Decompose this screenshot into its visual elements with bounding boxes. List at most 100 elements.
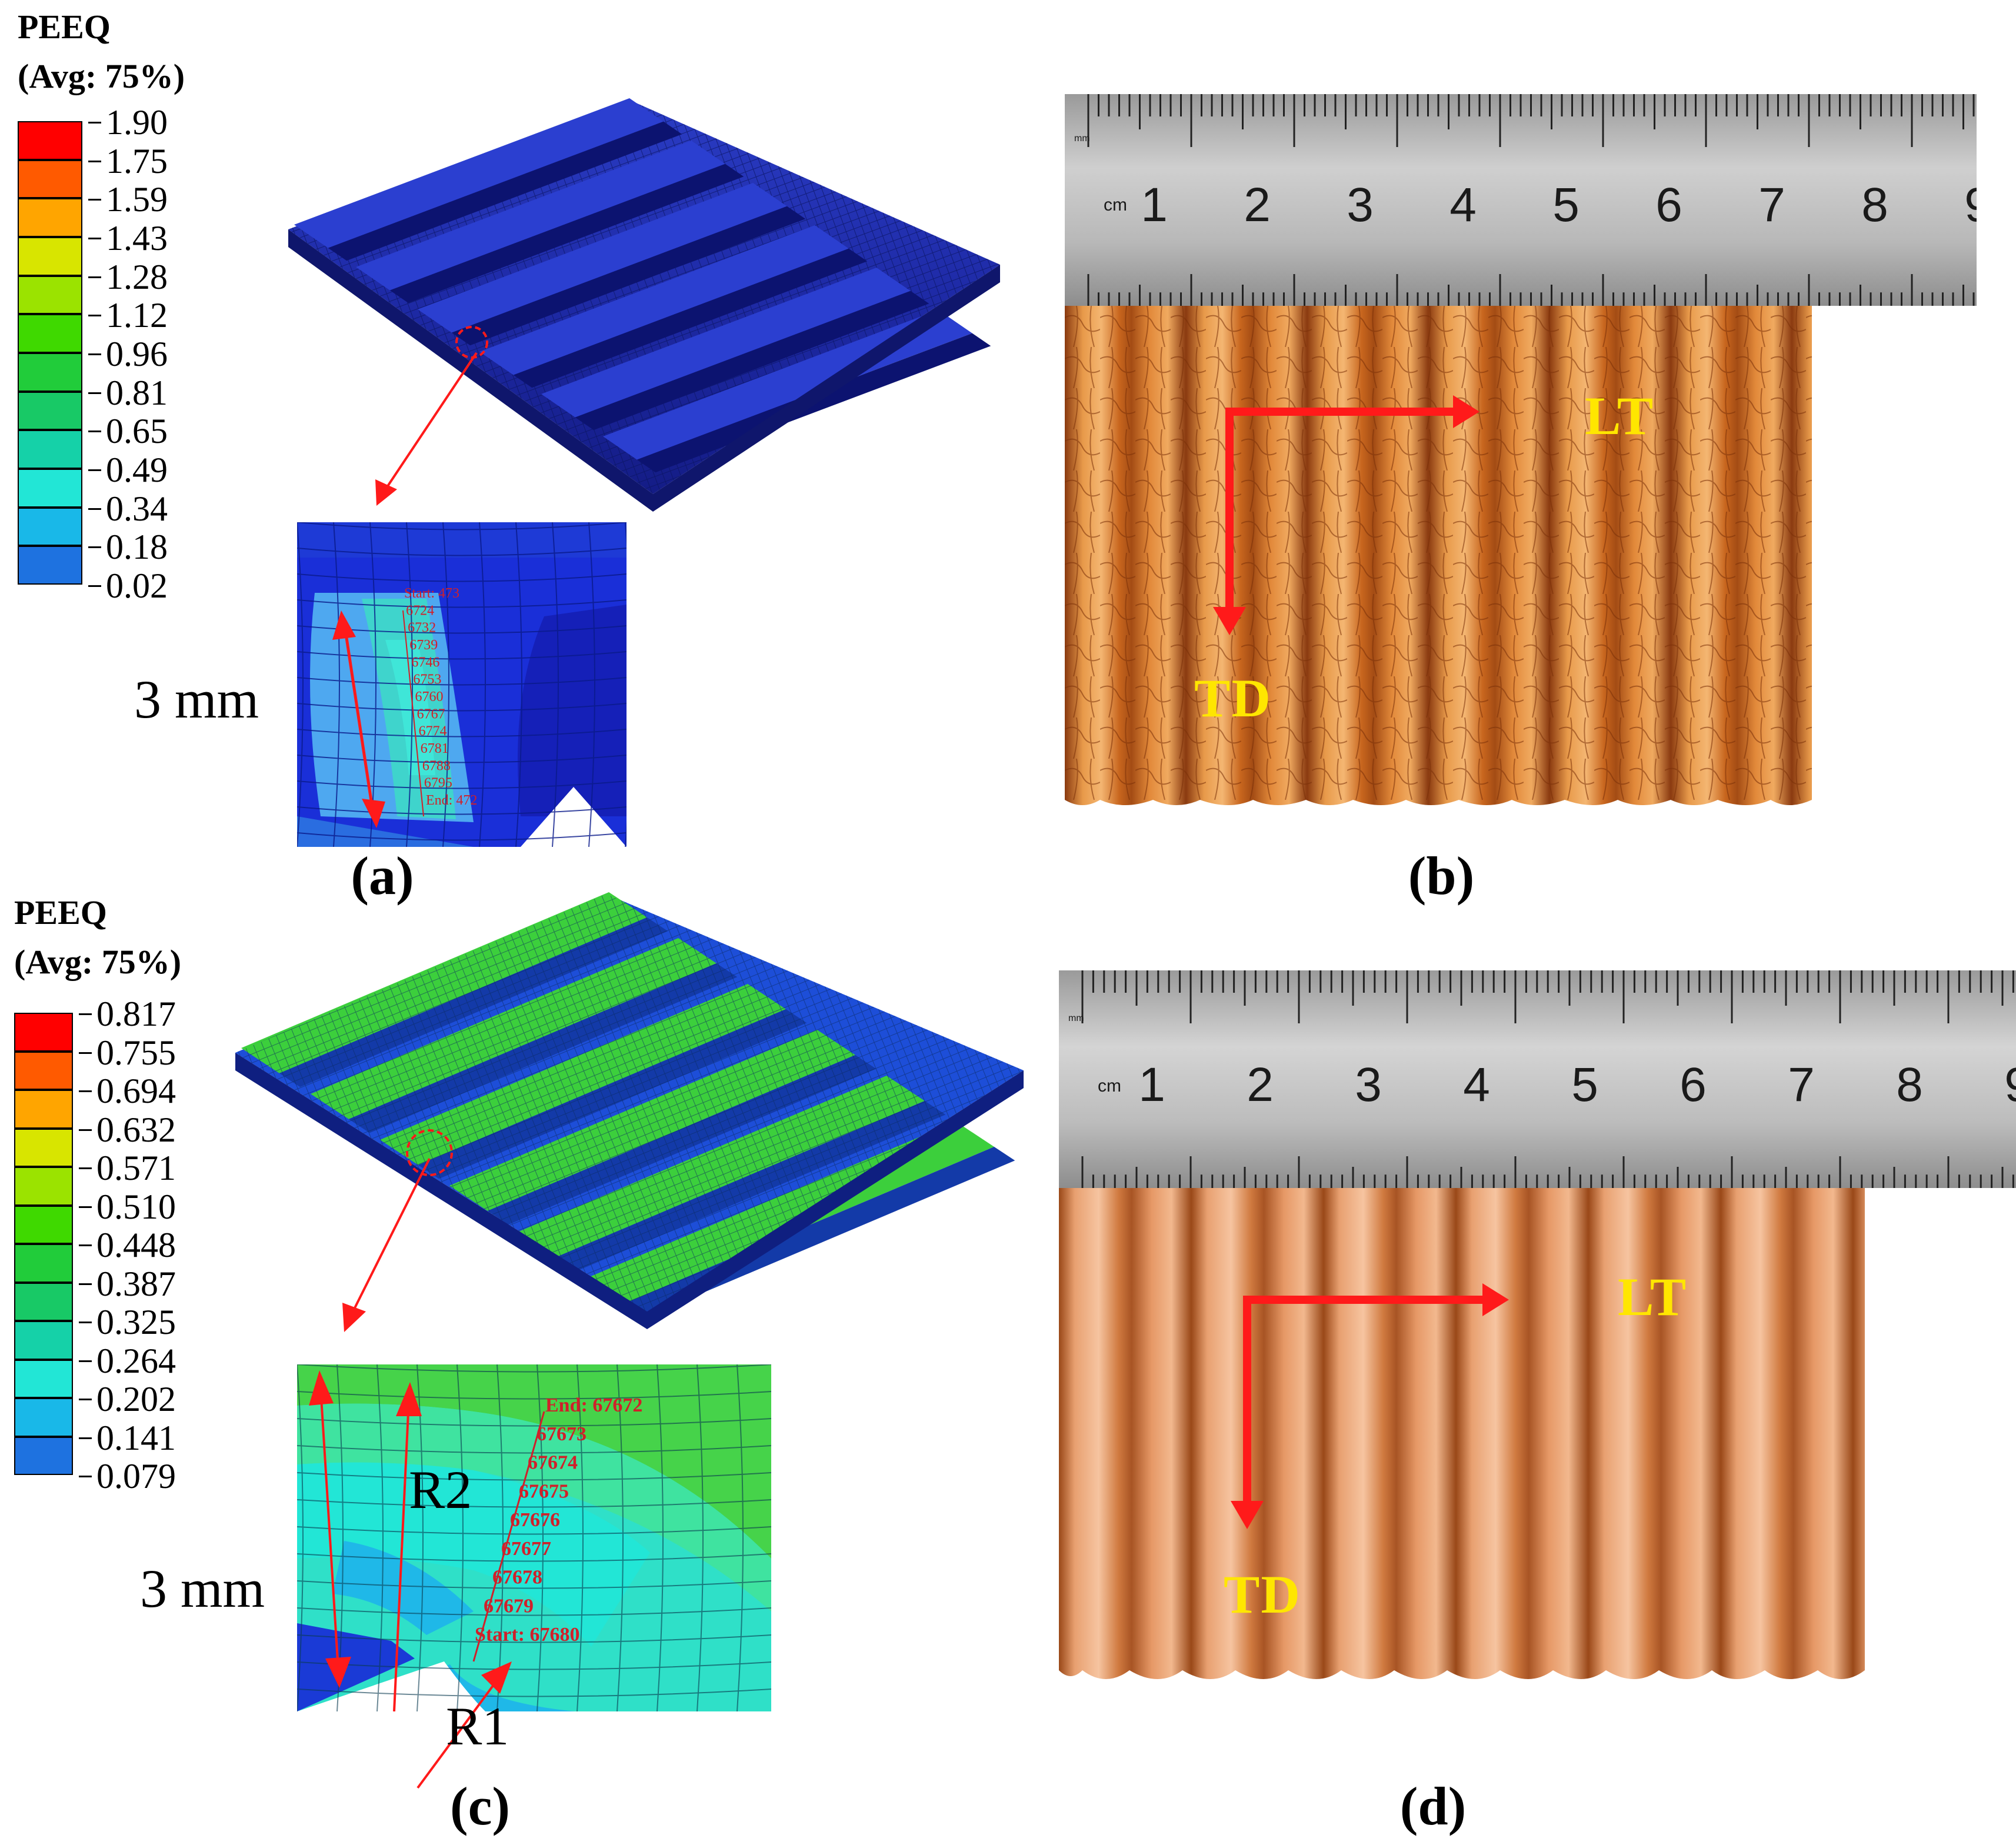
- legend-value: 0.755: [79, 1034, 176, 1072]
- ruler-unit-d: cm: [1098, 1076, 1121, 1096]
- legend-value: 0.202: [79, 1380, 176, 1418]
- direction-arrows-b: [1213, 395, 1479, 635]
- legend-value: 0.264: [79, 1342, 176, 1380]
- ruler-d: cm mm 123456789: [1059, 970, 2016, 1188]
- legend-value: 0.571: [79, 1149, 176, 1187]
- ridge-shadow: [575, 291, 929, 431]
- legend-tick: [79, 1399, 92, 1400]
- ruler-number: 8: [1896, 1058, 1923, 1112]
- ruler-number: 3: [1347, 178, 1374, 232]
- legend-tick: [88, 122, 101, 124]
- ruler-number: 6: [1655, 178, 1682, 232]
- ridge: [541, 268, 911, 418]
- node-label: 67677: [501, 1538, 551, 1560]
- scale-label-c: 3 mm: [140, 1559, 265, 1619]
- colorbar-band: [18, 275, 82, 315]
- legend-tick: [88, 585, 101, 587]
- zoom-arrow-a: [375, 352, 478, 506]
- colorbar-band: [14, 1244, 73, 1283]
- colorbar-band: [18, 159, 82, 199]
- node-label: 6767: [417, 706, 445, 722]
- legend-tick: [88, 199, 101, 201]
- legend-value: 0.448: [79, 1226, 176, 1264]
- node-label: 6753: [413, 672, 441, 688]
- legend-a-title: PEEQ: [18, 8, 111, 46]
- zoom-detail-a: Start: 473672467326739674667536760676767…: [297, 522, 627, 847]
- ruler-unit-b: cm: [1104, 195, 1127, 215]
- ruler-b: cm mm 123456789: [1065, 94, 1977, 306]
- colorbar-band: [14, 1205, 73, 1244]
- radius-label-r2: R2: [409, 1460, 472, 1520]
- ridge: [356, 141, 725, 291]
- highlight-circle-a: [455, 326, 488, 359]
- node-label: 67678: [492, 1567, 542, 1589]
- node-label: 67679: [484, 1595, 534, 1617]
- ruler-number: 3: [1355, 1058, 1382, 1112]
- legend-a-subtitle: (Avg: 75%): [18, 57, 185, 95]
- legend-value: 0.96: [88, 335, 168, 373]
- colorbar-band: [18, 430, 82, 469]
- highlight-circle-c: [406, 1129, 453, 1176]
- ruler-number: 4: [1449, 178, 1477, 232]
- legend-tick: [79, 1090, 92, 1092]
- legend-tick: [79, 1129, 92, 1131]
- fe-model-c: [235, 892, 1024, 1329]
- colorbar-band: [18, 507, 82, 546]
- node-label: Start: 473: [404, 586, 459, 601]
- node-label: 6788: [422, 758, 451, 773]
- node-label: 6746: [411, 655, 439, 670]
- legend-c-colorbar: [14, 1013, 73, 1475]
- ruler-mm-d: mm: [1068, 1013, 1084, 1023]
- legend-tick: [79, 1476, 92, 1477]
- ruler-number: 6: [1680, 1058, 1707, 1112]
- legend-tick: [79, 1360, 92, 1362]
- label-lt-d: LT: [1618, 1267, 1688, 1327]
- ruler-mm-b: mm: [1074, 134, 1090, 144]
- colorbar-band: [18, 546, 82, 585]
- panel-d: cm mm 123456789 LT TD (d): [1059, 970, 2016, 1842]
- node-label: Start: 67680: [475, 1624, 579, 1646]
- label-lt-b: LT: [1585, 386, 1655, 446]
- ridge: [418, 183, 787, 333]
- ridge-shadow: [328, 121, 682, 261]
- ridge-shadow: [389, 163, 744, 303]
- colorbar-band: [14, 1282, 73, 1321]
- plate-c: [235, 892, 1024, 1329]
- legend-value: 0.510: [79, 1188, 176, 1226]
- legend-tick: [79, 1167, 92, 1169]
- ridge: [479, 225, 849, 375]
- node-label: 6760: [415, 689, 444, 705]
- ridge-shadow: [451, 206, 806, 346]
- legend-value: 0.49: [88, 451, 168, 489]
- legend-tick: [88, 392, 101, 394]
- legend-tick: [79, 1013, 92, 1015]
- legend-c-subtitle: (Avg: 75%): [14, 943, 182, 981]
- plate-a: [288, 98, 1000, 512]
- legend-value: 0.18: [88, 528, 168, 566]
- legend-value: 1.90: [88, 104, 168, 141]
- legend-tick: [88, 276, 101, 278]
- legend-tick: [88, 546, 101, 549]
- colorbar-band: [18, 198, 82, 237]
- ruler-number: 9: [1964, 178, 1977, 232]
- legend-value: 0.325: [79, 1303, 176, 1341]
- ruler-number: 5: [1571, 1058, 1598, 1112]
- legend-tick: [88, 508, 101, 510]
- legend-tick: [79, 1052, 92, 1054]
- copper-sample-d: [1059, 1188, 1865, 1679]
- legend-c-title: PEEQ: [14, 893, 107, 932]
- legend-value: 0.817: [79, 995, 176, 1033]
- node-label: End: 67672: [545, 1394, 642, 1416]
- legend-tick: [88, 353, 101, 355]
- legend-value: 1.12: [88, 296, 168, 334]
- ruler-number: 4: [1463, 1058, 1490, 1112]
- legend-value: 1.28: [88, 258, 168, 296]
- legend-value: 0.34: [88, 490, 168, 528]
- panel-label-a: (a): [351, 846, 414, 906]
- label-td-d: TD: [1224, 1564, 1301, 1624]
- panel-label-c: (c): [449, 1776, 511, 1836]
- node-label: 6739: [409, 638, 438, 653]
- legend-tick: [79, 1322, 92, 1323]
- legend-value: 1.75: [88, 142, 168, 180]
